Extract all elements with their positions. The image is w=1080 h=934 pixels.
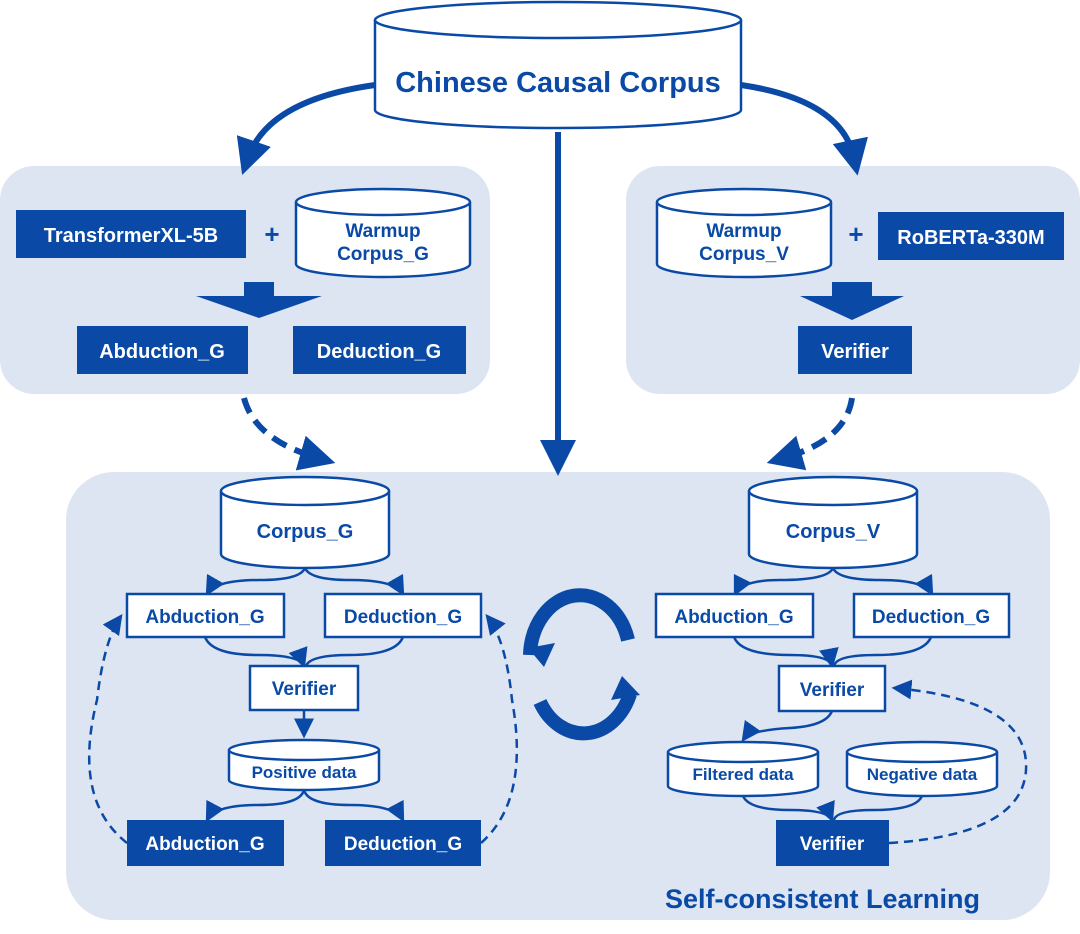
filtered-data-cylinder xyxy=(666,740,820,798)
right-verifier-out-label: Verifier xyxy=(800,834,865,855)
warmup-corpus-v-line2: Corpus_V xyxy=(699,244,789,265)
arrow-verifier-to-filtered xyxy=(741,710,834,743)
negative-data-label: Negative data xyxy=(867,765,978,784)
roberta-label: RoBERTa-330M xyxy=(897,227,1044,249)
warmup-corpus-g-cylinder xyxy=(294,187,472,279)
arrow-right-abduction-to-verifier xyxy=(732,636,839,669)
right-verifier-out-box xyxy=(776,820,889,866)
warmup-corpus-v-cylinder xyxy=(655,187,833,279)
dashed-feedback-right xyxy=(480,614,518,844)
transformerxl-label: TransformerXL-5B xyxy=(44,225,219,247)
deduction-g-box xyxy=(293,326,466,374)
arrow-positive-to-abduction xyxy=(205,789,306,823)
left-deduction-out-box xyxy=(325,820,481,866)
warmup-corpus-g-line1: Warmup xyxy=(345,221,420,242)
self-consistent-panel xyxy=(66,472,1050,920)
arrow-negative-to-verifier xyxy=(832,795,924,821)
verifier-box xyxy=(798,326,912,374)
roberta-box xyxy=(878,212,1064,260)
arrow-corpus-to-verifier xyxy=(740,82,868,176)
arrow-left-deduction-to-verifier xyxy=(304,636,405,667)
abduction-g-box xyxy=(77,326,248,374)
left-deduction-g-label: Deduction_G xyxy=(344,607,462,628)
verifier-plus: + xyxy=(848,219,863,249)
left-abduction-out-label: Abduction_G xyxy=(145,834,264,855)
corpus-g-cylinder xyxy=(219,475,391,570)
right-verifier-label: Verifier xyxy=(800,680,865,701)
left-verifier-label: Verifier xyxy=(272,679,337,700)
left-abduction-out-box xyxy=(127,820,284,866)
corpus-v-label: Corpus_V xyxy=(786,521,881,543)
right-deduction-g-label: Deduction_G xyxy=(872,607,990,628)
left-deduction-out-label: Deduction_G xyxy=(344,834,462,855)
arrow-right-deduction-to-verifier xyxy=(832,636,933,667)
negative-data-cylinder xyxy=(845,740,999,798)
right-abduction-g-label: Abduction_G xyxy=(674,607,793,628)
corpus-v-cylinder xyxy=(747,475,919,570)
cycle-icon xyxy=(523,588,640,741)
transformerxl-box xyxy=(16,210,246,258)
generator-plus: + xyxy=(264,219,279,249)
abduction-g-label: Abduction_G xyxy=(99,341,225,363)
positive-data-cylinder xyxy=(227,738,381,792)
warmup-corpus-v-line1: Warmup xyxy=(706,221,781,242)
dashed-arrow-verifier-to-learning xyxy=(766,397,855,471)
deduction-g-label: Deduction_G xyxy=(317,341,441,363)
warmup-corpus-g-line2: Corpus_G xyxy=(337,244,429,265)
positive-data-label: Positive data xyxy=(252,763,357,782)
self-consistent-learning-title: Self-consistent Learning xyxy=(665,884,980,914)
arrow-filtered-to-verifier xyxy=(741,795,835,823)
arrow-corpus-to-generator xyxy=(236,82,376,176)
right-deduction-g-box xyxy=(852,592,1011,639)
arrow-corpus-v-to-abduction xyxy=(733,567,835,597)
arrow-corpus-g-to-deduction xyxy=(303,567,405,597)
corpus-g-label: Corpus_G xyxy=(257,521,354,543)
left-abduction-g-label: Abduction_G xyxy=(145,607,264,628)
arrow-corpus-v-to-deduction xyxy=(831,567,934,597)
verifier-fuse-arrow xyxy=(800,282,904,320)
arrow-positive-to-deduction xyxy=(302,789,405,823)
right-abduction-g-box xyxy=(654,592,815,639)
chinese-causal-corpus-label: Chinese Causal Corpus xyxy=(395,67,721,99)
left-deduction-g-box xyxy=(323,592,483,639)
dashed-feedback-verifier xyxy=(888,679,1028,845)
filtered-data-label: Filtered data xyxy=(692,765,794,784)
generator-fuse-arrow xyxy=(196,282,322,318)
arrow-corpus-g-to-abduction xyxy=(205,567,307,597)
verifier-label: Verifier xyxy=(821,341,889,363)
dashed-feedback-left xyxy=(87,613,128,844)
dashed-arrow-generator-to-learning xyxy=(241,397,336,471)
arrow-left-abduction-to-verifier xyxy=(203,636,308,669)
chinese-causal-corpus-cylinder xyxy=(373,0,743,130)
